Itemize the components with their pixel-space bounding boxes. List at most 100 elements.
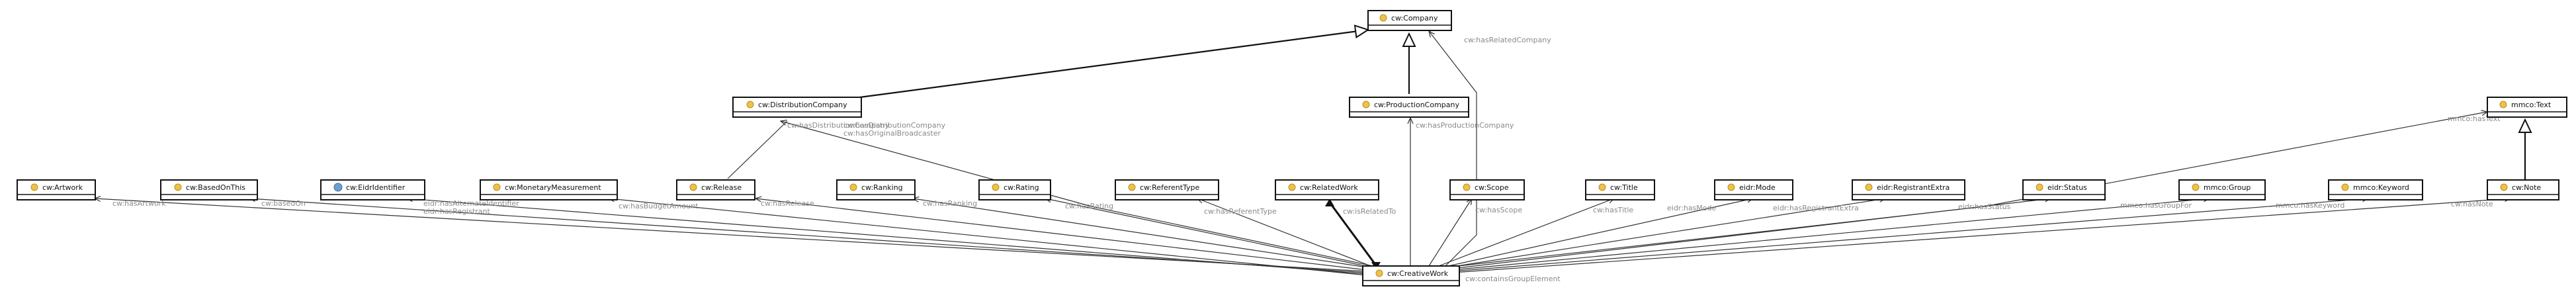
node-referent-type[interactable]: cw:ReferentType: [1115, 179, 1219, 200]
edge-is-related-to: [1328, 202, 1377, 266]
label-has-scope: cw:hasScope: [1475, 206, 1522, 214]
class-icon: [1598, 183, 1606, 191]
generalization-distribution-company-to-company: [859, 30, 1368, 99]
class-icon: [1375, 269, 1383, 277]
label-has-title: cw:hasTitle: [1593, 206, 1633, 214]
label-has-note: cw:hasNote: [2451, 200, 2493, 208]
node-label: cw:RelatedWork: [1300, 183, 1358, 192]
edge-release-chain: [727, 120, 788, 179]
label-has-release: cw:hasRelease: [761, 199, 814, 208]
edge-has-status: [1451, 198, 2051, 269]
node-label: cw:ProductionCompany: [1374, 101, 1459, 109]
edge-has-ranking: [913, 198, 1367, 268]
label-has-referent-type: cw:hasReferentType: [1204, 207, 1277, 216]
node-label: eidr:Mode: [1739, 183, 1776, 192]
node-eidr-identifier[interactable]: cw:EidrIdentifier: [320, 179, 425, 200]
node-label: cw:BasedOnThis: [186, 183, 245, 192]
node-group[interactable]: mmco:Group: [2178, 179, 2266, 200]
label-has-rating: cw:hasRating: [1065, 202, 1113, 210]
node-label: cw:Rating: [1004, 183, 1039, 192]
label-has-group-for: mmco:hasGroupFor: [2120, 201, 2192, 210]
node-mode[interactable]: eidr:Mode: [1714, 179, 1793, 200]
node-keyword[interactable]: mmco:Keyword: [2328, 179, 2423, 200]
node-status[interactable]: eidr:Status: [2022, 179, 2106, 200]
label-has-original-broadcaster: cw:hasOriginalBroadcaster: [843, 129, 941, 138]
node-company[interactable]: cw:Company: [1367, 10, 1452, 31]
node-label: cw:Note: [2512, 183, 2541, 192]
class-icon: [849, 183, 857, 191]
class-icon: [1463, 183, 1471, 191]
class-icon: [2192, 183, 2200, 191]
class-icon: [1727, 183, 1735, 191]
label-has-registrant-extra: eidr:hasRegistrantExtra: [1773, 204, 1859, 212]
node-label: cw:Artwork: [42, 183, 83, 192]
class-icon: [1379, 14, 1387, 22]
edge-has-note: [1452, 198, 2511, 273]
node-ranking[interactable]: cw:Ranking: [836, 179, 916, 200]
class-icon: [1865, 183, 1873, 191]
node-label: cw:Scope: [1475, 183, 1509, 192]
node-release[interactable]: cw:Release: [676, 179, 755, 200]
edge-has-registrant-extra: [1448, 198, 1885, 268]
label-has-alternate-identifier: eidr:hasAlternateIdentifier: [423, 199, 519, 208]
node-title[interactable]: cw:Title: [1585, 179, 1655, 200]
node-based-on-this[interactable]: cw:BasedOnThis: [160, 179, 258, 200]
node-label: cw:CreativeWork: [1387, 269, 1449, 278]
label-has-distributor: cw:hasDistributionCompany: [787, 121, 890, 130]
class-icon: [992, 183, 1000, 191]
edge-based-on: [249, 198, 1367, 273]
edge-has-rating: [1045, 198, 1369, 267]
edge-has-alternate-identifier: [407, 198, 1367, 275]
label-has-distribution-company: cw:hasDistributionCompany: [843, 121, 946, 130]
node-label: eidr:RegistrantExtra: [1877, 183, 1950, 192]
is-related-to-arrowhead: [1325, 198, 1334, 206]
edge-has-keyword: [1452, 198, 2368, 272]
node-production-company[interactable]: cw:ProductionCompany: [1349, 97, 1469, 118]
label-based-on: cw:basedOn: [261, 199, 306, 208]
class-icon: [1288, 183, 1296, 191]
class-icon: [2500, 183, 2508, 191]
edge-has-artwork: [95, 198, 1367, 272]
nodes: cw:Company cw:DistributionCompany cw:Pro…: [17, 10, 2567, 286]
edge-has-budget-amount: [609, 198, 1367, 276]
class-icon: [2499, 101, 2507, 109]
class-icon: [746, 101, 754, 109]
label-contains-group-element: cw:containsGroupElement: [1465, 275, 1561, 283]
node-note[interactable]: cw:Note: [2487, 179, 2559, 200]
node-label: cw:ReferentType: [1140, 183, 1200, 192]
node-monetary-measurement[interactable]: cw:MonetaryMeasurement: [480, 179, 618, 200]
label-has-ranking: cw:hasRanking: [923, 199, 977, 208]
edge-labels: cw:hasRelatedCompany cw:hasDistributionC…: [112, 36, 2501, 283]
edges: [95, 30, 2525, 276]
label-has-production-company: cw:hasProductionCompany: [1416, 121, 1514, 130]
node-label: cw:EidrIdentifier: [346, 183, 406, 192]
node-label: cw:Title: [1610, 183, 1638, 192]
label-has-budget-amount: cw:hasBudgetAmount: [619, 202, 699, 210]
edge-has-scope: [1428, 198, 1472, 267]
node-scope[interactable]: cw:Scope: [1449, 179, 1525, 200]
edge-has-title: [1438, 198, 1614, 267]
node-label: mmco:Text: [2511, 101, 2552, 109]
node-label: eidr:Status: [2047, 183, 2087, 192]
node-label: cw:DistributionCompany: [758, 101, 847, 109]
class-icon: [1128, 183, 1136, 191]
node-creative-work[interactable]: cw:CreativeWork: [1362, 265, 1460, 286]
class-icon: [30, 183, 38, 191]
edge-has-group-for: [1452, 198, 2210, 271]
label-is-related-to: cw:isRelatedTo: [1343, 207, 1396, 216]
node-distribution-company[interactable]: cw:DistributionCompany: [732, 97, 862, 118]
node-text[interactable]: mmco:Text: [2487, 97, 2567, 118]
edge-has-release: [755, 198, 1367, 271]
edge-has-mode: [1445, 198, 1753, 267]
node-label: mmco:Group: [2204, 183, 2251, 192]
node-rating[interactable]: cw:Rating: [978, 179, 1051, 200]
label-has-registrant: eidr:hasRegistrant: [423, 207, 491, 216]
label-has-status: eidr:hasStatus: [1958, 202, 2011, 211]
class-icon: [174, 183, 182, 191]
node-artwork[interactable]: cw:Artwork: [17, 179, 96, 200]
node-related-work[interactable]: cw:RelatedWork: [1275, 179, 1379, 200]
label-has-artwork: cw:hasArtwork: [112, 199, 166, 208]
node-registrant-extra[interactable]: eidr:RegistrantExtra: [1852, 179, 1965, 200]
label-has-related-company: cw:hasRelatedCompany: [1464, 36, 1551, 44]
